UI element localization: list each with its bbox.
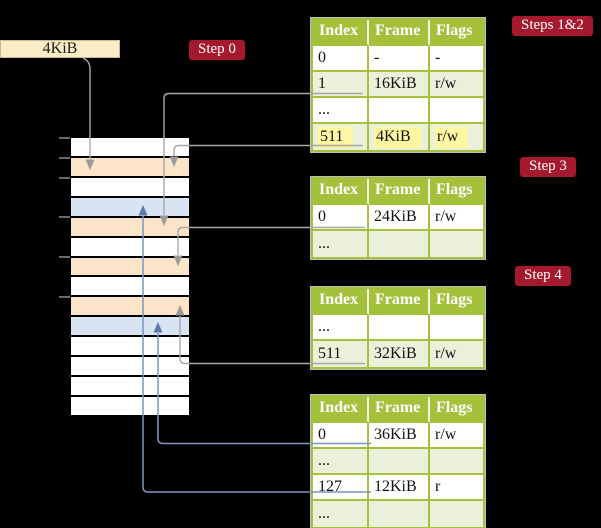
memory-row bbox=[71, 157, 189, 178]
column-header-flags: Flags bbox=[430, 179, 483, 205]
memory-row bbox=[71, 297, 189, 318]
table-row: 0 36KiB r/w bbox=[313, 423, 483, 449]
memory-row bbox=[71, 377, 189, 397]
table-row: 1 16KiB r/w bbox=[313, 72, 483, 98]
column-header-flags: Flags bbox=[430, 20, 483, 46]
column-header-frame: Frame bbox=[369, 179, 430, 205]
table-row: ... bbox=[313, 315, 483, 341]
step-4-label: Step 4 bbox=[515, 266, 571, 286]
step-3-label: Step 3 bbox=[520, 157, 576, 177]
column-header-frame: Frame bbox=[369, 397, 430, 423]
highlighted-value: 4KiB bbox=[374, 126, 421, 148]
memory-row bbox=[71, 337, 189, 358]
table-row: ... bbox=[313, 501, 483, 527]
memory-row bbox=[71, 277, 189, 298]
memory-row bbox=[71, 257, 189, 278]
memory-ticks bbox=[59, 137, 70, 298]
memory-row bbox=[71, 177, 189, 198]
column-header-index: Index bbox=[313, 397, 369, 423]
table-row: ... bbox=[313, 98, 483, 124]
page-table-steps-1-2: Index Frame Flags 0 - - 1 16KiB r/w ... … bbox=[310, 17, 486, 153]
column-header-frame: Frame bbox=[369, 20, 430, 46]
steps-1-2-label: Steps 1&2 bbox=[512, 16, 593, 36]
column-header-flags: Flags bbox=[430, 289, 483, 315]
highlighted-value: 511 bbox=[318, 126, 354, 148]
table-header-row: Index Frame Flags bbox=[313, 397, 483, 423]
column-header-index: Index bbox=[313, 289, 369, 315]
page-table-final-level: Index Frame Flags 0 36KiB r/w ... 127 12… bbox=[310, 394, 486, 528]
column-header-flags: Flags bbox=[430, 397, 483, 423]
table-header-row: Index Frame Flags bbox=[313, 20, 483, 46]
highlighted-value: r/w bbox=[435, 126, 469, 148]
memory-row bbox=[71, 138, 189, 158]
column-header-frame: Frame bbox=[369, 289, 430, 315]
memory-row bbox=[71, 396, 189, 415]
table-row: ... bbox=[313, 231, 483, 257]
memory-row bbox=[71, 217, 189, 238]
table-row: ... bbox=[313, 449, 483, 475]
table-header-row: Index Frame Flags bbox=[313, 179, 483, 205]
step-0-label: Step 0 bbox=[189, 40, 245, 60]
memory-row bbox=[71, 357, 189, 378]
memory-row bbox=[71, 237, 189, 258]
column-header-index: Index bbox=[313, 20, 369, 46]
table-row: 511 32KiB r/w bbox=[313, 341, 483, 367]
memory-row bbox=[71, 197, 189, 218]
table-row: 0 - - bbox=[313, 46, 483, 72]
page-size-box: 4KiB bbox=[0, 40, 120, 58]
page-table-step-4: Index Frame Flags ... 511 32KiB r/w bbox=[310, 286, 486, 370]
physical-memory-column bbox=[70, 137, 190, 416]
column-header-index: Index bbox=[313, 179, 369, 205]
page-table-step-3: Index Frame Flags 0 24KiB r/w ... bbox=[310, 176, 486, 260]
table-header-row: Index Frame Flags bbox=[313, 289, 483, 315]
table-row: 0 24KiB r/w bbox=[313, 205, 483, 231]
table-row: 127 12KiB r bbox=[313, 475, 483, 501]
memory-row bbox=[71, 317, 189, 338]
table-row-highlighted: 511 4KiB r/w bbox=[313, 124, 483, 150]
